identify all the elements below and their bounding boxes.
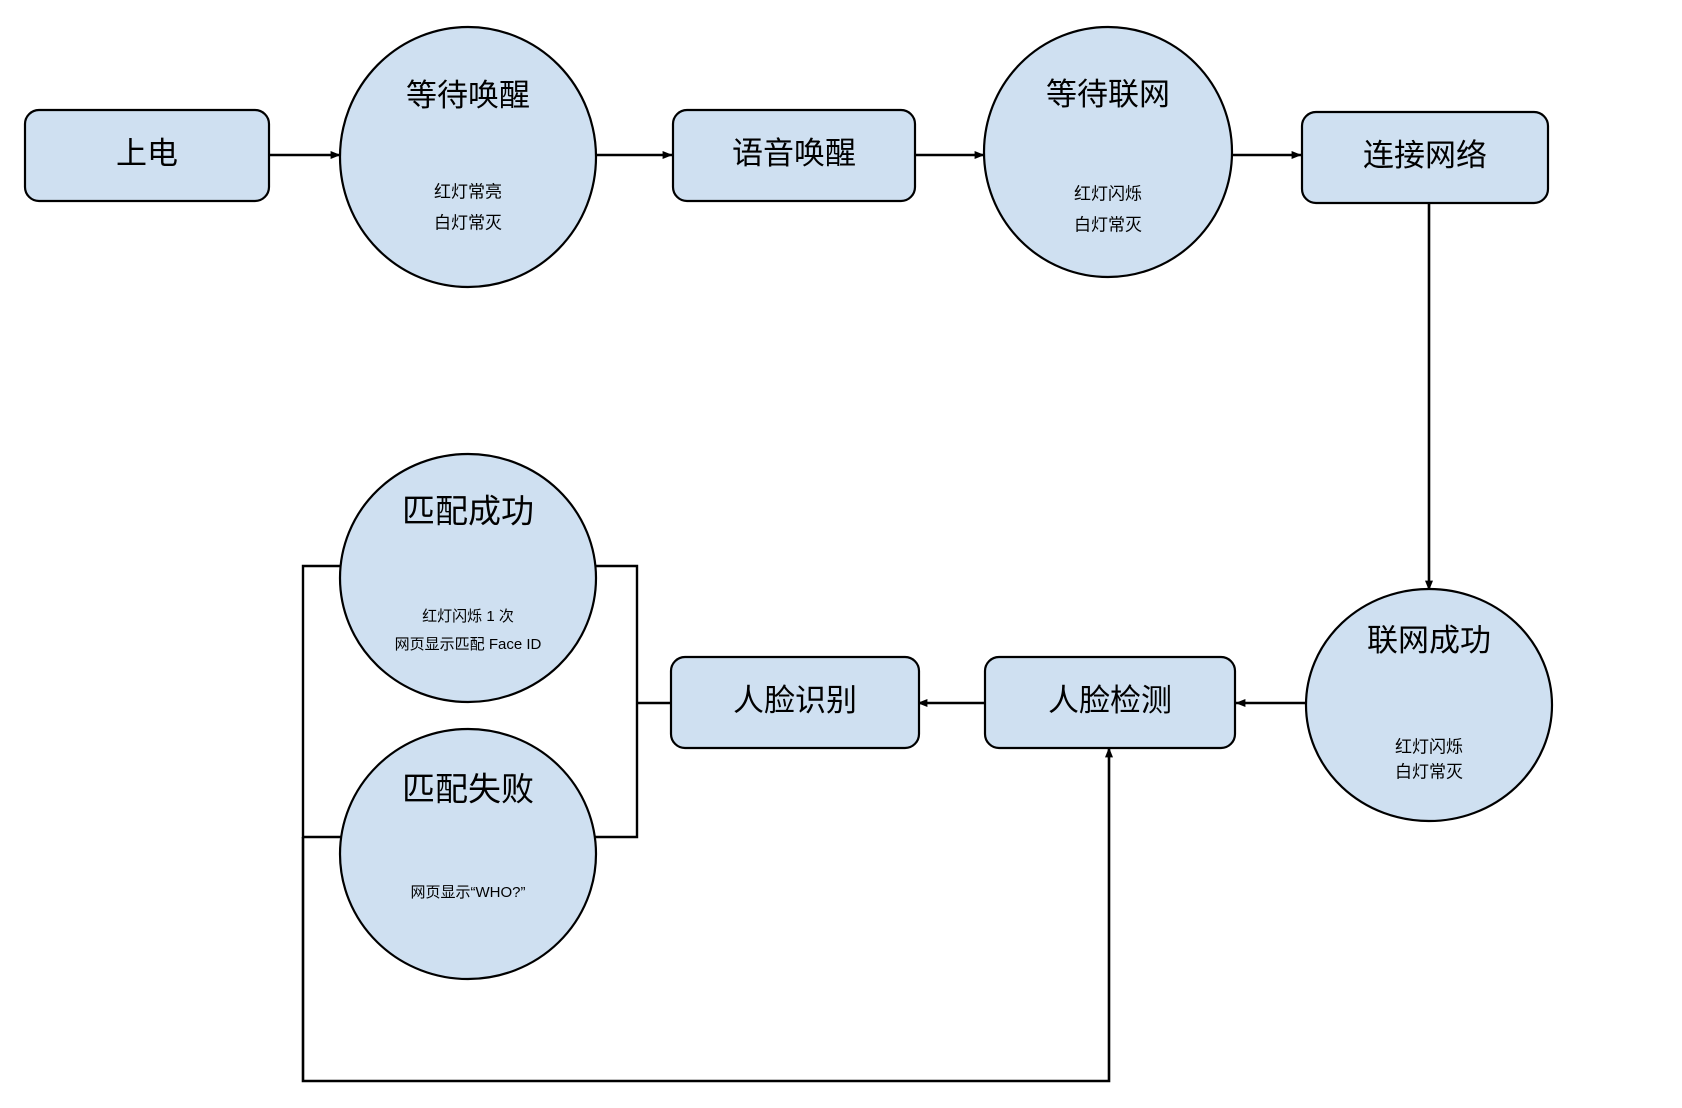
node-wait-wakeup[interactable]: 等待唤醒 红灯常亮 白灯常灭 bbox=[338, 25, 598, 289]
node-face-recognize-shape[interactable] bbox=[669, 655, 921, 750]
node-face-recognize[interactable]: 人脸识别 bbox=[669, 655, 921, 750]
node-power-on[interactable]: 上电 bbox=[23, 108, 271, 203]
node-power-on-shape[interactable] bbox=[23, 108, 271, 203]
node-network-success[interactable]: 联网成功 红灯闪烁 白灯常灭 bbox=[1304, 587, 1554, 823]
edges-layer bbox=[269, 151, 1433, 1083]
node-face-detect[interactable]: 人脸检测 bbox=[983, 655, 1237, 750]
node-wait-network-sub-1: 白灯常灭 bbox=[1074, 215, 1142, 234]
node-wait-network-label: 等待联网 bbox=[1046, 77, 1170, 112]
node-face-detect-label: 人脸检测 bbox=[1048, 683, 1172, 718]
node-network-success-sub-0: 红灯闪烁 bbox=[1395, 737, 1463, 756]
node-match-fail-sub-0: 网页显示“WHO?” bbox=[411, 884, 526, 901]
node-face-recognize-label: 人脸识别 bbox=[733, 683, 857, 718]
node-voice-wakeup[interactable]: 语音唤醒 bbox=[671, 108, 917, 203]
node-match-fail[interactable]: 匹配失败 网页显示“WHO?” bbox=[338, 727, 598, 981]
edge-face-recognize-bracket bbox=[301, 564, 670, 839]
node-network-success-sub-1: 白灯常灭 bbox=[1395, 762, 1463, 781]
node-power-on-label: 上电 bbox=[116, 136, 178, 171]
node-connect-network[interactable]: 连接网络 bbox=[1300, 110, 1550, 205]
nodes-layer: 上电 等待唤醒 红灯常亮 白灯常灭 语音唤醒 等待联网 红灯闪烁 白灯常灭 bbox=[23, 25, 1554, 981]
node-match-success[interactable]: 匹配成功 红灯闪烁 1 次 网页显示匹配 Face ID bbox=[338, 452, 598, 704]
node-match-fail-shape[interactable] bbox=[338, 727, 598, 981]
node-face-detect-shape[interactable] bbox=[983, 655, 1237, 750]
node-match-success-label: 匹配成功 bbox=[402, 493, 534, 530]
node-match-success-sub-1: 网页显示匹配 Face ID bbox=[395, 636, 542, 653]
node-wait-wakeup-sub-0: 红灯常亮 bbox=[434, 182, 502, 201]
node-connect-network-shape[interactable] bbox=[1300, 110, 1550, 205]
node-voice-wakeup-shape[interactable] bbox=[671, 108, 917, 203]
node-match-fail-label: 匹配失败 bbox=[402, 771, 534, 808]
node-wait-wakeup-shape[interactable] bbox=[338, 25, 598, 289]
node-connect-network-label: 连接网络 bbox=[1363, 138, 1487, 173]
node-match-success-sub-0: 红灯闪烁 1 次 bbox=[422, 608, 514, 625]
node-voice-wakeup-label: 语音唤醒 bbox=[732, 136, 856, 171]
node-network-success-label: 联网成功 bbox=[1367, 623, 1491, 658]
node-network-success-shape[interactable] bbox=[1304, 587, 1554, 823]
node-wait-network-shape[interactable] bbox=[982, 25, 1234, 279]
node-wait-wakeup-label: 等待唤醒 bbox=[406, 78, 530, 113]
node-wait-network-sub-0: 红灯闪烁 bbox=[1074, 184, 1142, 203]
node-wait-network[interactable]: 等待联网 红灯闪烁 白灯常灭 bbox=[982, 25, 1234, 279]
edge-match-fail-to-face-detect-loop bbox=[301, 747, 1113, 1083]
node-match-success-shape[interactable] bbox=[338, 452, 598, 704]
node-wait-wakeup-sub-1: 白灯常灭 bbox=[434, 213, 502, 232]
